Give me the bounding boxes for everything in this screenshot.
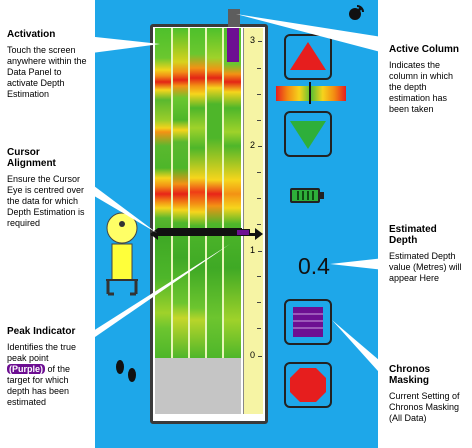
callout-title: Estimated Depth — [389, 224, 437, 246]
footprints-icon — [116, 360, 136, 382]
callout-title: Activation — [7, 29, 56, 40]
ruler-tick-minor — [257, 328, 261, 329]
data-panel[interactable] — [155, 28, 241, 358]
ruler-label-1: 1 — [250, 245, 256, 255]
ruler-tick — [258, 41, 262, 42]
cursor-line[interactable] — [151, 233, 259, 236]
chronos-masking-callout: Chronos Masking Current Setting of Chron… — [386, 360, 470, 448]
peak-indicator — [236, 229, 250, 236]
callout-body: Identifies the true peak point (Purple) … — [7, 342, 87, 408]
ruler-tick-minor — [257, 68, 261, 69]
no-data-area — [155, 358, 241, 414]
depth-down-button[interactable] — [284, 111, 332, 157]
ruler-label-0: 0 — [250, 350, 256, 360]
activation-callout: Activation Touch the screen anywhere wit… — [4, 25, 94, 121]
callout-body: Estimated Depth value (Metres) will appe… — [389, 251, 462, 283]
ruler-label-3: 3 — [250, 35, 256, 45]
callout-title: Peak Indicator — [7, 326, 76, 337]
stop-button[interactable] — [284, 362, 332, 408]
callout-body-post: of the target for which depth has been e… — [7, 364, 71, 407]
data-column-5 — [223, 28, 241, 358]
callout-title: Active Column — [389, 44, 460, 55]
callout-title: Cursor Alignment — [7, 147, 56, 169]
estimated-depth-callout: Estimated Depth Estimated Depth value (M… — [386, 220, 470, 310]
data-column-1 — [155, 28, 173, 358]
ruler-tick-minor — [257, 172, 261, 173]
depth-ruler — [243, 28, 263, 414]
ruler-tick — [258, 356, 262, 357]
purple-stripes-icon — [293, 307, 323, 337]
column-divider — [222, 28, 224, 358]
color-scale-bar — [276, 86, 346, 101]
cursor-right-arrow-icon — [255, 228, 263, 240]
ruler-tick-minor — [257, 276, 261, 277]
depth-up-button[interactable] — [284, 34, 332, 80]
battery-icon — [290, 188, 320, 203]
ruler-label-2: 2 — [250, 140, 256, 150]
color-scale-marker — [309, 82, 311, 104]
active-column-peak-mark — [227, 28, 239, 62]
chronos-masking-button[interactable] — [284, 299, 332, 345]
ruler-tick — [258, 251, 262, 252]
callout-body: Touch the screen anywhere within the Dat… — [7, 45, 87, 99]
data-column-3 — [189, 28, 207, 358]
cursor-band — [158, 228, 242, 234]
active-column-callout: Active Column Indicates the column in wh… — [386, 40, 470, 146]
column-divider — [205, 28, 207, 358]
ruler-tick — [258, 146, 262, 147]
cursor-left-arrow-icon — [150, 228, 158, 240]
peak-indicator-callout: Peak Indicator Identifies the true peak … — [4, 322, 90, 442]
callout-body-pre: Identifies the true peak point — [7, 342, 77, 363]
ruler-tick-minor — [257, 224, 261, 225]
callout-body: Indicates the column in which the depth … — [389, 60, 454, 114]
ruler-tick-minor — [257, 302, 261, 303]
battery-tip — [320, 192, 324, 199]
data-column-4 — [206, 28, 224, 358]
callout-body: Current Setting of Chronos Masking (All … — [389, 391, 460, 423]
ruler-tick-minor — [257, 120, 261, 121]
satellite-dish-icon — [349, 5, 364, 20]
red-up-triangle-icon — [290, 42, 326, 70]
purple-highlight: (Purple) — [7, 364, 46, 374]
column-divider — [171, 28, 173, 358]
active-column-indicator — [228, 9, 240, 27]
green-down-triangle-icon — [290, 121, 326, 149]
callout-title: Chronos Masking — [389, 364, 431, 386]
callout-body: Ensure the Cursor Eye is centred over th… — [7, 174, 85, 228]
column-divider — [188, 28, 190, 358]
red-octagon-stop-icon — [290, 368, 326, 402]
ruler-tick-minor — [257, 94, 261, 95]
yellow-person-icon — [106, 212, 138, 296]
cursor-alignment-callout: Cursor Alignment Ensure the Cursor Eye i… — [4, 143, 92, 247]
estimated-depth-value: 0.4 — [298, 253, 330, 279]
data-column-2 — [172, 28, 190, 358]
ruler-tick-minor — [257, 198, 261, 199]
